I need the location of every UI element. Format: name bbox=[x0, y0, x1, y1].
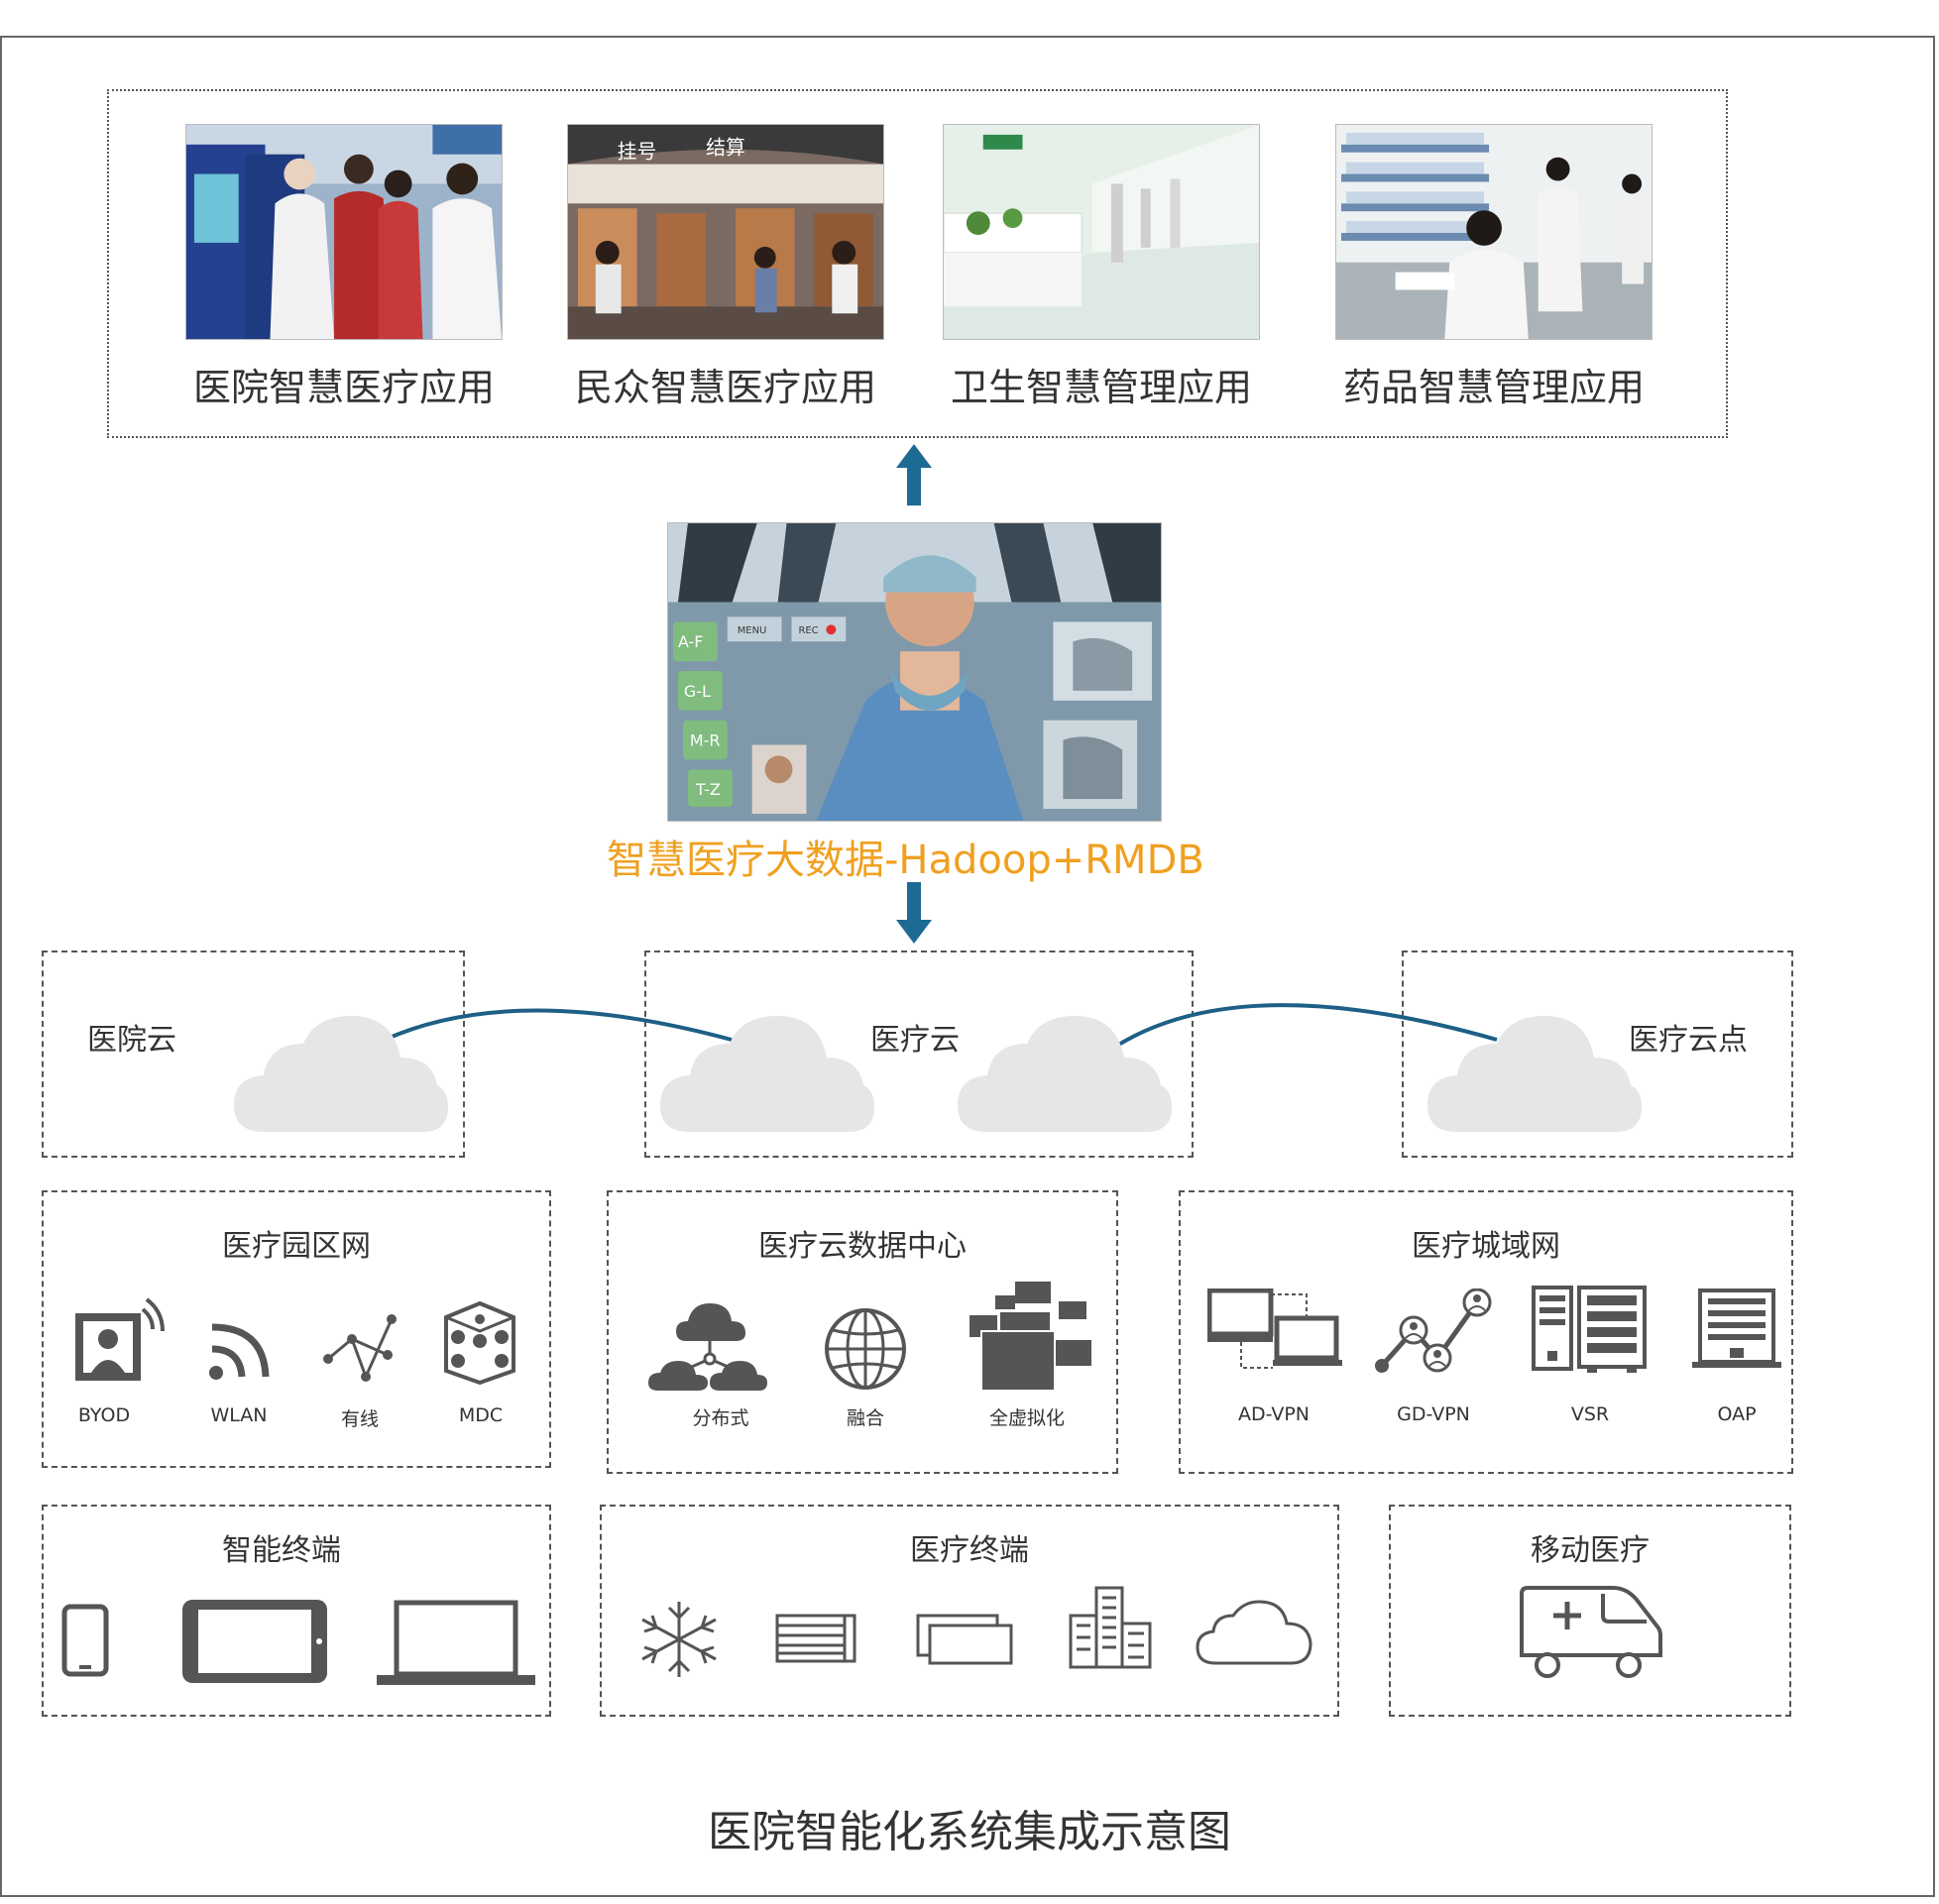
medical-terminal-box bbox=[600, 1505, 1339, 1717]
vsr-icon bbox=[1532, 1286, 1649, 1373]
wired-icon bbox=[322, 1313, 399, 1383]
byod-icon bbox=[73, 1295, 165, 1385]
medical-terminal-title: 医疗终端 bbox=[910, 1533, 1029, 1568]
public-app-photo: 挂号 结算 bbox=[567, 124, 884, 340]
hospital-building-icon bbox=[1067, 1586, 1158, 1669]
up-arrow-icon bbox=[896, 444, 932, 505]
distributed-label: 分布式 bbox=[692, 1407, 749, 1429]
screen-menu-button: MENU bbox=[738, 625, 767, 636]
hospital-app-label: 医院智慧医疗应用 bbox=[192, 366, 495, 409]
campus-network-box bbox=[42, 1190, 551, 1468]
applications-box bbox=[107, 89, 1728, 438]
bed-icon bbox=[916, 1614, 1013, 1665]
screen-menu-af: A-F bbox=[678, 632, 703, 651]
mdc-icon bbox=[442, 1301, 517, 1385]
ad-vpn-icon bbox=[1207, 1288, 1342, 1372]
screen-rec-button: REC bbox=[798, 625, 818, 636]
public-app-label: 民众智慧医疗应用 bbox=[574, 366, 876, 409]
medical-cloud-box bbox=[644, 951, 1194, 1158]
tablet-icon bbox=[182, 1600, 327, 1683]
laptop-icon bbox=[377, 1600, 535, 1687]
drug-mgmt-label: 药品智慧管理应用 bbox=[1342, 366, 1645, 409]
oap-label: OAP bbox=[1717, 1403, 1757, 1425]
mdc-label: MDC bbox=[458, 1404, 504, 1426]
campus-network-title: 医疗园区网 bbox=[222, 1229, 371, 1264]
gd-vpn-label: GD-VPN bbox=[1397, 1403, 1470, 1425]
converged-label: 融合 bbox=[846, 1407, 884, 1429]
wired-label: 有线 bbox=[340, 1408, 379, 1430]
cloud-point-icon bbox=[1427, 1016, 1642, 1132]
hospital-cloud-box bbox=[42, 951, 465, 1158]
ad-vpn-label: AD-VPN bbox=[1237, 1403, 1311, 1425]
drug-mgmt-photo bbox=[1335, 124, 1653, 340]
hospital-app-photo bbox=[185, 124, 503, 340]
monitor-stack-icon bbox=[775, 1614, 856, 1663]
cloud-datacenter-title: 医疗云数据中心 bbox=[758, 1229, 967, 1264]
diagram-title: 医院智能化系统集成示意图 bbox=[708, 1807, 1231, 1857]
metro-network-title: 医疗城域网 bbox=[1412, 1229, 1560, 1264]
outer-frame bbox=[0, 36, 1935, 1897]
hospital-cloud-label: 医院云 bbox=[87, 1023, 176, 1058]
checkout-sign: 结算 bbox=[706, 137, 745, 160]
converged-icon bbox=[823, 1306, 908, 1392]
byod-label: BYOD bbox=[77, 1404, 131, 1426]
registration-sign: 挂号 bbox=[618, 141, 657, 164]
hospital-cloud-icon bbox=[234, 1016, 448, 1132]
bigdata-photo: A-F G-L M-R T-Z MENU REC bbox=[667, 522, 1162, 822]
virtualization-label: 全虚拟化 bbox=[988, 1407, 1065, 1429]
health-mgmt-label: 卫生智慧管理应用 bbox=[950, 366, 1252, 409]
screen-menu-tz: T-Z bbox=[695, 780, 721, 799]
medical-cloud-label: 医疗云 bbox=[870, 1023, 960, 1058]
gd-vpn-icon bbox=[1374, 1288, 1493, 1374]
medical-cloud-right-icon bbox=[958, 1016, 1172, 1132]
bigdata-label: 智慧医疗大数据-Hadoop+RMDB bbox=[607, 838, 1204, 883]
mobile-medical-box bbox=[1389, 1505, 1791, 1717]
screen-menu-mr: M-R bbox=[690, 731, 721, 750]
down-arrow-icon bbox=[896, 882, 932, 944]
snowflake-icon bbox=[634, 1600, 724, 1679]
mobile-medical-title: 移动医疗 bbox=[1531, 1533, 1650, 1568]
screen-menu-gl: G-L bbox=[684, 682, 711, 701]
virtualization-icon bbox=[970, 1282, 1092, 1393]
cloud-datacenter-box bbox=[607, 1190, 1118, 1474]
cloud-point-box bbox=[1402, 951, 1793, 1158]
vsr-label: VSR bbox=[1570, 1403, 1610, 1425]
medical-cloud-left-icon bbox=[660, 1016, 874, 1132]
cloud-outline-icon bbox=[1194, 1600, 1314, 1667]
ambulance-icon bbox=[1518, 1586, 1662, 1679]
health-mgmt-photo bbox=[943, 124, 1260, 340]
oap-icon bbox=[1692, 1288, 1781, 1370]
smart-terminal-title: 智能终端 bbox=[222, 1533, 341, 1568]
wlan-label: WLAN bbox=[210, 1404, 268, 1426]
wlan-icon bbox=[208, 1321, 270, 1381]
metro-network-box bbox=[1179, 1190, 1793, 1474]
smart-terminal-box bbox=[42, 1505, 551, 1717]
phone-icon bbox=[61, 1604, 109, 1677]
distributed-icon bbox=[648, 1301, 767, 1393]
cloud-point-label: 医疗云点 bbox=[1629, 1023, 1748, 1058]
